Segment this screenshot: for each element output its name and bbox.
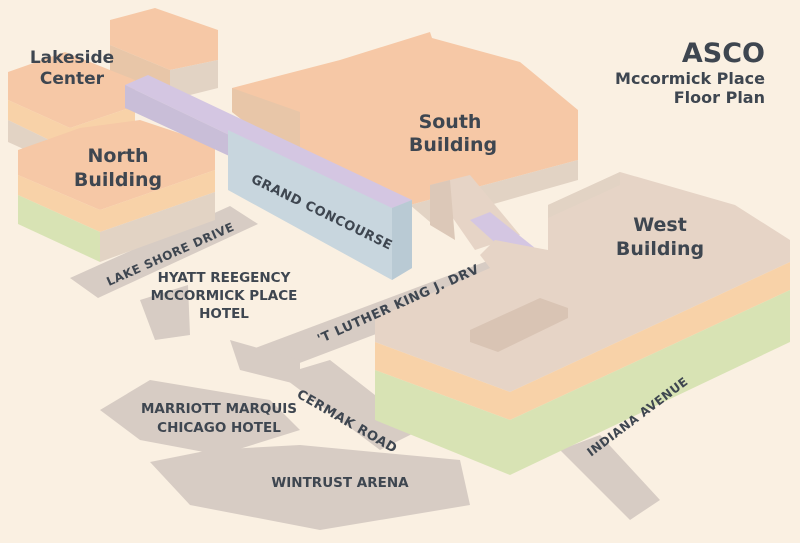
title-subtitle-line2: Floor Plan bbox=[674, 88, 765, 107]
wintrust-arena-label: WINTRUST ARENA bbox=[271, 475, 409, 491]
south-building-label-line1: South bbox=[419, 111, 482, 133]
south-building-label-line2: Building bbox=[409, 134, 497, 156]
hyatt-label-line2: MCCORMICK PLACE bbox=[151, 288, 298, 304]
lake-shore-drive-road[interactable] bbox=[70, 206, 258, 298]
north-building[interactable] bbox=[18, 120, 215, 262]
marriott-label-line1: MARRIOTT MARQUIS bbox=[141, 401, 297, 417]
hyatt-label-line3: HOTEL bbox=[199, 306, 249, 322]
cermak-road[interactable] bbox=[280, 360, 420, 450]
west-building-label-line1: West bbox=[633, 214, 687, 236]
north-building-label-line1: North bbox=[88, 145, 149, 167]
lakeside-center-label-line1: Lakeside bbox=[30, 48, 114, 68]
north-building-label-line2: Building bbox=[74, 169, 162, 191]
title-subtitle-line1: Mccormick Place bbox=[615, 69, 765, 88]
title-main: ASCO bbox=[682, 38, 765, 69]
marriott-area[interactable] bbox=[100, 380, 300, 455]
wintrust-arena-area[interactable] bbox=[150, 445, 470, 530]
grand-concourse[interactable] bbox=[125, 75, 535, 280]
indiana-avenue-road[interactable] bbox=[560, 435, 660, 520]
road-junction-center[interactable] bbox=[230, 340, 300, 385]
hyatt-label-line1: HYATT REEGENCY bbox=[158, 270, 291, 286]
west-building[interactable] bbox=[375, 172, 790, 475]
west-building-courtyard bbox=[470, 298, 568, 352]
road-connector-west[interactable] bbox=[140, 285, 190, 340]
roads-layer bbox=[70, 206, 660, 530]
west-building-label-line2: Building bbox=[616, 238, 704, 260]
lakeside-center-label-line2: Center bbox=[40, 69, 105, 89]
marriott-label-line2: CHICAGO HOTEL bbox=[157, 420, 281, 436]
